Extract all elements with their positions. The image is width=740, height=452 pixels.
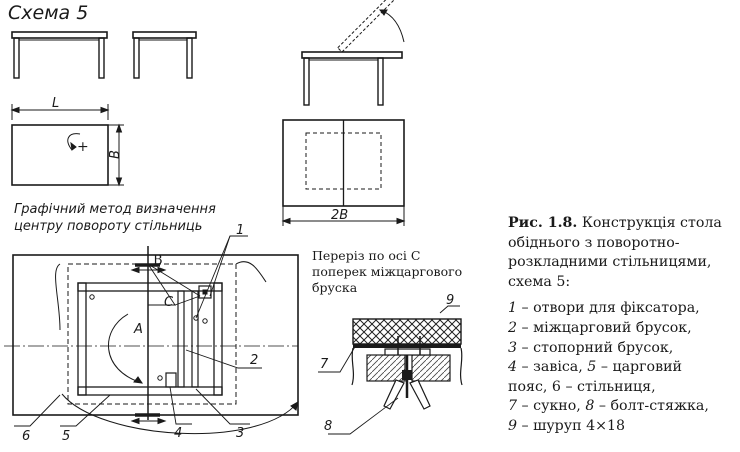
caption-line-3: розкладними стільницями, [508, 254, 712, 271]
dim-B-label: B [108, 150, 123, 159]
caption-prefix: Рис. 1.8. [508, 215, 578, 231]
legend-list: 1 – отвори для фіксатора, 2 – міжцаргови… [508, 299, 740, 436]
side-view-closed [11, 31, 108, 79]
callout-8: 8 [324, 419, 332, 434]
side-view-unfolding [301, 0, 411, 106]
callout-2: 2 [250, 353, 258, 368]
scheme-title: Схема 5 [8, 2, 88, 24]
caption-line-1: Рис. 1.8. Конструкція стола [508, 214, 740, 234]
method-caption-line-2: центру повороту стільниць [14, 219, 202, 234]
plan-letter-B: B [153, 253, 163, 268]
caption-line-4: схема 5: [508, 273, 571, 290]
plan-view-open [281, 119, 406, 226]
callout-6: 6 [22, 429, 30, 444]
callout-1: 1 [236, 223, 244, 238]
side-view-shifted [132, 31, 197, 79]
legend-item: 4 – завіса, 5 – царговий [508, 359, 682, 376]
dim-2B-label: 2B [331, 208, 348, 223]
main-plan-drawing [4, 235, 299, 435]
dim-L-label: L [52, 96, 59, 111]
legend-item: 2 – міжцарговий брусок, [508, 319, 692, 336]
legend-item: 1 – отвори для фіксатора, [508, 300, 700, 317]
section-caption-line-2: поперек міжцаргового [312, 264, 462, 279]
figure-caption: Рис. 1.8. Конструкція стола обіднього з … [508, 214, 740, 437]
method-caption-line-1: Графічний метод визначення [14, 202, 216, 217]
callout-9: 9 [446, 293, 454, 308]
section-caption-line-3: бруска [312, 280, 358, 295]
legend-item: 9 – шуруп 4×18 [508, 417, 626, 434]
callout-7: 7 [320, 357, 329, 372]
legend-item: пояс, 6 – стільниця, [508, 378, 656, 395]
legend-item: 3 – стопорний брусок, [508, 339, 674, 356]
caption-line-2: обіднього з поворотно- [508, 234, 680, 251]
plan-view-closed [10, 104, 124, 187]
section-caption-line-1: Переріз по осі С [312, 248, 420, 263]
plan-letter-C: C [164, 295, 174, 310]
callout-4: 4 [174, 426, 182, 441]
callout-3: 3 [236, 426, 244, 441]
legend-item: 7 – сукно, 8 – болт-стяжка, [508, 398, 709, 415]
rotation-sign: + [77, 139, 89, 155]
plan-letter-A: A [133, 322, 143, 337]
callout-5: 5 [62, 429, 70, 444]
cross-section [318, 305, 463, 435]
main-plan-dark-bars [135, 263, 160, 417]
caption-text-1: Конструкція стола [581, 215, 722, 231]
